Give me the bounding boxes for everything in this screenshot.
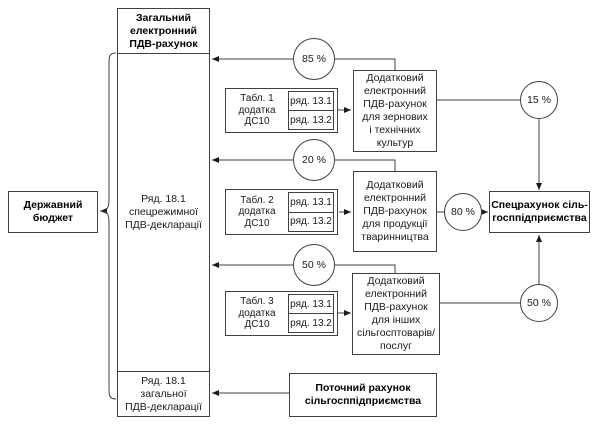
arrow-general-account-to-state-budget-lower (100, 210, 117, 400)
table-3-rows: ряд. 13.1 ряд. 13.2 (288, 294, 334, 333)
table-2-rows: ряд. 13.1 ряд. 13.2 (288, 192, 334, 232)
percent-circle-50-right: 50 % (520, 284, 558, 322)
arrow-grain-to-general-account (212, 56, 396, 70)
table-3-ds10: Табл. 3 додатка ДС10 ряд. 13.1 ряд. 13.2 (225, 291, 338, 336)
arrow-other-to-general-account (212, 262, 396, 274)
table-1-row-13-2: ряд. 13.2 (290, 114, 332, 126)
arrow-grain-to-special-account (437, 99, 542, 190)
table-1-row-13-1: ряд. 13.1 (289, 92, 333, 111)
additional-account-grain-box: Додатковий електронний ПДВ-рахунок для з… (353, 70, 437, 152)
table-2-row-13-1: ряд. 13.1 (289, 193, 333, 213)
additional-account-livestock-box: Додатковий електронний ПДВ-рахунок для п… (353, 171, 437, 252)
special-account-box: Спецрахунок сіль- госппідприємства (489, 191, 590, 233)
percent-circle-80: 80 % (444, 193, 482, 231)
table-2-label: Табл. 2 додатка ДС10 (238, 194, 276, 229)
general-vat-account-title: Загальний електронний ПДВ-рахунок (118, 9, 209, 54)
table-3-row-13-1: ряд. 13.1 (289, 295, 333, 314)
table-3-row-13-2: ряд. 13.2 (290, 317, 332, 329)
state-budget-box: Державний бюджет (8, 191, 98, 233)
current-account-box: Поточний рахунок сільгосппідприємства (289, 373, 437, 417)
general-vat-account-box: Загальний електронний ПДВ-рахунок Ряд. 1… (117, 8, 210, 417)
table-3-label: Табл. 3 додатка ДС10 (238, 296, 276, 331)
additional-account-other-box: Додатковий електронний ПДВ-рахунок для і… (352, 273, 440, 355)
table-1-rows: ряд. 13.1 ряд. 13.2 (288, 91, 334, 130)
percent-circle-50-left: 50 % (293, 244, 335, 286)
percent-circle-20: 20 % (293, 139, 335, 181)
general-vat-account-special-declaration-row: Ряд. 18.1 спецрежимної ПДВ-декларації (125, 193, 202, 231)
arrow-general-account-to-state-budget-upper (99, 52, 117, 214)
arrow-livestock-to-general-account (212, 157, 396, 171)
percent-circle-15: 15 % (520, 81, 558, 119)
table-2-ds10: Табл. 2 додатка ДС10 ряд. 13.1 ряд. 13.2 (225, 189, 338, 235)
percent-circle-85: 85 % (293, 38, 335, 80)
table-1-label: Табл. 1 додатка ДС10 (238, 93, 276, 128)
table-2-row-13-2: ряд. 13.2 (290, 216, 332, 228)
table-1-ds10: Табл. 1 додатка ДС10 ряд. 13.1 ряд. 13.2 (225, 88, 338, 133)
general-vat-account-general-declaration-row: Ряд. 18.1 загальної ПДВ-декларації (118, 371, 209, 416)
